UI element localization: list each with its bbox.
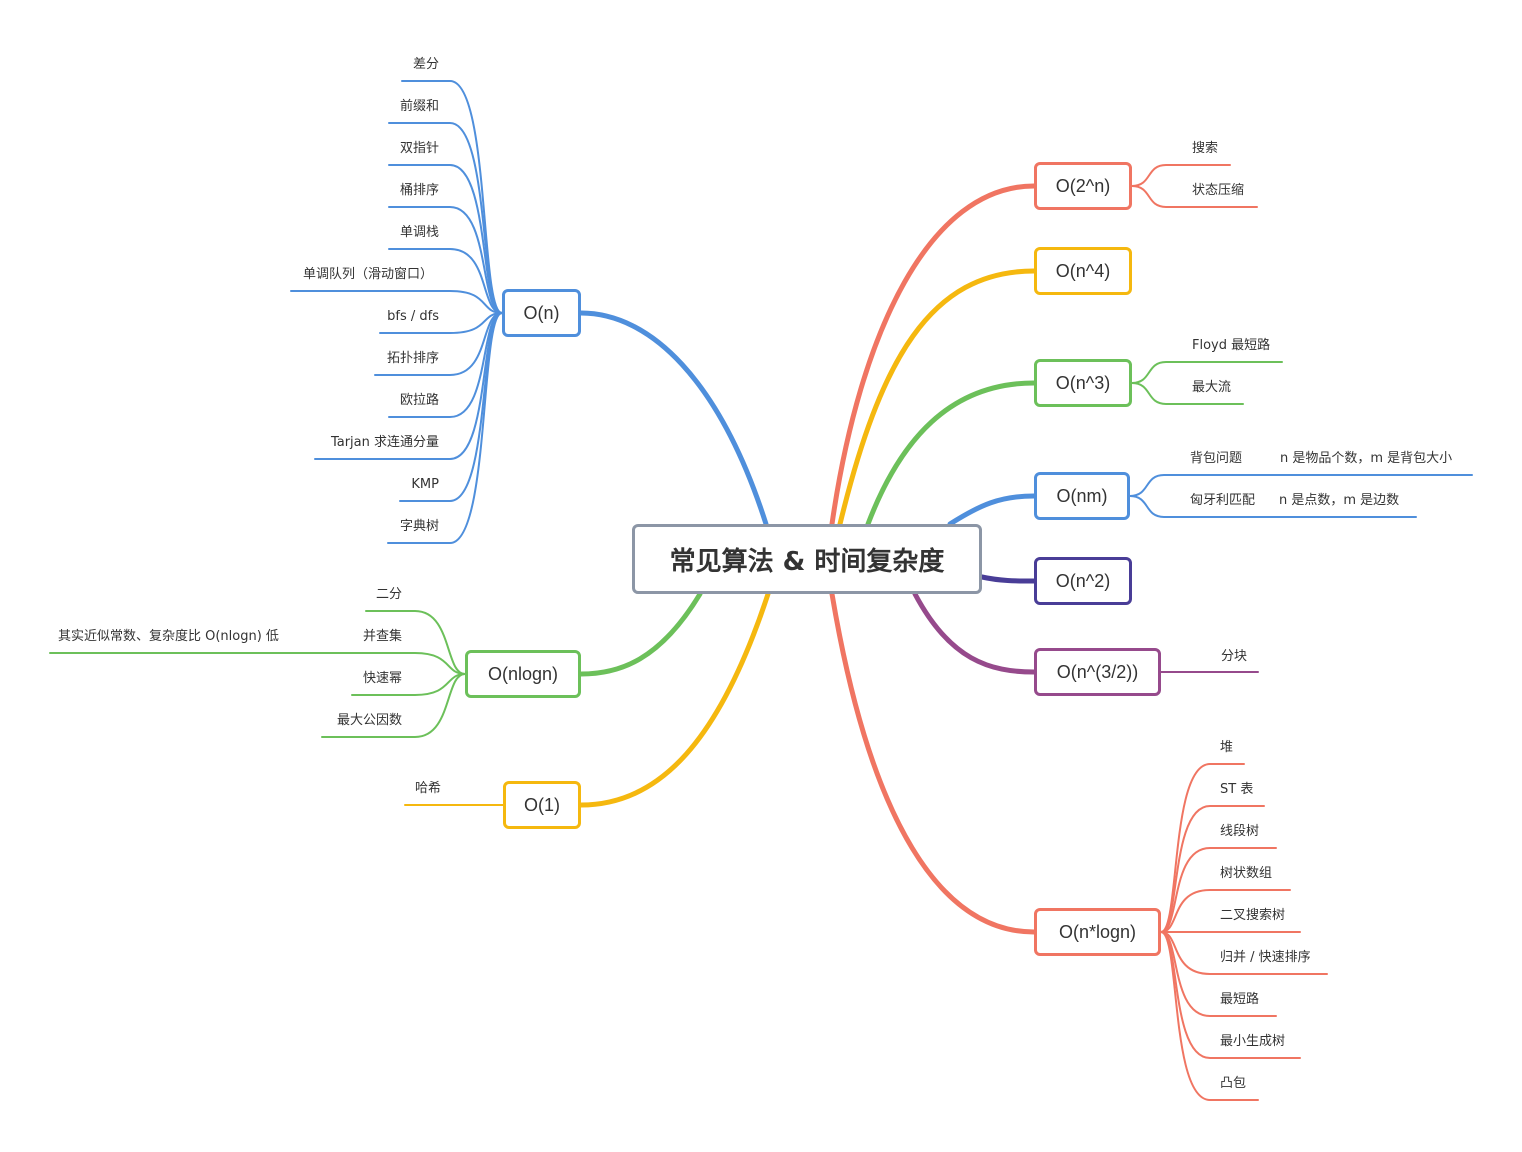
branch-on2[interactable]: O(n^2) — [1034, 557, 1132, 605]
leaf-shortest-path[interactable]: 最短路 — [1220, 992, 1260, 1007]
note-knapsack: n 是物品个数，m 是背包大小 — [1280, 451, 1453, 466]
connector-on-leaf-6 — [379, 312, 503, 334]
connector-on-leaf-4 — [388, 248, 503, 314]
branch-on4[interactable]: O(n^4) — [1034, 247, 1132, 295]
note-hungarian: n 是点数，m 是边数 — [1279, 493, 1400, 508]
leaf-fenwick-tree[interactable]: 树状数组 — [1220, 866, 1273, 881]
leaf-tarjan[interactable]: Tarjan 求连通分量 — [330, 435, 439, 450]
branch-on3[interactable]: O(n^3) — [1034, 359, 1132, 407]
connector-on32-main — [912, 591, 1037, 675]
leaf-bfs-dfs[interactable]: bfs / dfs — [387, 309, 439, 324]
branch-on32[interactable]: O(n^(3/2)) — [1034, 648, 1161, 696]
connector-o2n-leaf-1 — [1131, 185, 1258, 208]
connector-on4-main — [837, 268, 1037, 527]
leaf-bst[interactable]: 二叉搜索树 — [1220, 908, 1286, 923]
branch-o1[interactable]: O(1) — [503, 781, 581, 829]
leaf-mono-queue[interactable]: 单调队列（滑动窗口） — [302, 267, 433, 282]
connector-onlogn-l-leaf-1 — [49, 652, 466, 675]
connector-o2n-leaf-0 — [1131, 164, 1231, 187]
leaf-st-table[interactable]: ST 表 — [1220, 782, 1254, 797]
branch-o2n[interactable]: O(2^n) — [1034, 162, 1132, 210]
connector-onlogn_l-main — [578, 591, 703, 677]
connector-on-main — [578, 310, 769, 527]
leaf-merge-quick[interactable]: 归并 / 快速排序 — [1220, 950, 1311, 965]
leaf-two-pointers[interactable]: 双指针 — [399, 141, 439, 156]
leaf-kmp[interactable]: KMP — [411, 477, 439, 492]
leaf-trie[interactable]: 字典树 — [399, 519, 439, 534]
leaf-topo-sort[interactable]: 拓扑排序 — [386, 351, 439, 366]
connector-onlogn-l-leaf-3 — [321, 673, 466, 738]
connector-o2n-main — [829, 183, 1037, 527]
leaf-convex-hull[interactable]: 凸包 — [1220, 1076, 1247, 1091]
leaf-bucket-sort[interactable]: 桶排序 — [399, 183, 439, 198]
leaf-sqrt-decomp[interactable]: 分块 — [1221, 649, 1248, 664]
branch-onlogn-r[interactable]: O(n*logn) — [1034, 908, 1161, 956]
branch-on[interactable]: O(n) — [502, 289, 581, 337]
connector-on3-leaf-0 — [1131, 361, 1283, 384]
connector-onlogn-l-leaf-2 — [351, 673, 466, 696]
leaf-fast-power[interactable]: 快速幂 — [362, 671, 402, 686]
connector-onm-leaf-1 — [1129, 495, 1417, 518]
leaf-hungarian[interactable]: 匈牙利匹配 — [1190, 493, 1256, 508]
leaf-prefix-sum[interactable]: 前缀和 — [399, 99, 439, 114]
connector-onlogn-r-leaf-2 — [1160, 847, 1277, 933]
leaf-max-flow[interactable]: 最大流 — [1192, 380, 1232, 395]
connector-onlogn-r-leaf-1 — [1160, 805, 1265, 933]
leaf-floyd[interactable]: Floyd 最短路 — [1192, 338, 1271, 353]
connector-on3-main — [865, 380, 1037, 527]
connector-on-leaf-11 — [387, 312, 503, 544]
connector-onlogn-l-leaf-0 — [365, 610, 466, 675]
leaf-search[interactable]: 搜索 — [1192, 141, 1219, 156]
connector-onm-leaf-0 — [1129, 474, 1473, 497]
connector-on-leaf-3 — [388, 206, 503, 314]
branch-onlogn-l[interactable]: O(nlogn) — [465, 650, 581, 698]
leaf-state-compression[interactable]: 状态压缩 — [1192, 183, 1245, 198]
note-union-find: 其实近似常数、复杂度比 O(nlogn) 低 — [58, 629, 279, 644]
leaf-knapsack[interactable]: 背包问题 — [1190, 451, 1243, 466]
leaf-hash[interactable]: 哈希 — [414, 781, 441, 796]
connector-onlogn_r-main — [829, 591, 1037, 935]
leaf-euler-path[interactable]: 欧拉路 — [399, 393, 439, 408]
leaf-segment-tree[interactable]: 线段树 — [1220, 824, 1260, 839]
connector-on2-main — [979, 574, 1037, 584]
leaf-difference[interactable]: 差分 — [412, 57, 439, 72]
connector-onm-main — [947, 493, 1037, 527]
leaf-gcd[interactable]: 最大公因数 — [336, 713, 402, 728]
leaf-binary-search[interactable]: 二分 — [375, 587, 402, 602]
leaf-union-find[interactable]: 并查集 — [362, 629, 402, 644]
leaf-mono-stack[interactable]: 单调栈 — [399, 225, 439, 240]
leaf-mst[interactable]: 最小生成树 — [1220, 1034, 1286, 1049]
branch-onm[interactable]: O(nm) — [1034, 472, 1130, 520]
central-topic[interactable]: 常见算法 & 时间复杂度 — [632, 524, 982, 594]
leaf-heap[interactable]: 堆 — [1220, 740, 1234, 755]
connector-on3-leaf-1 — [1131, 382, 1244, 405]
connector-o1-main — [578, 591, 771, 808]
connector-onlogn-r-leaf-3 — [1160, 889, 1291, 933]
connector-on-leaf-5 — [290, 290, 503, 314]
connector-onlogn-r-leaf-8 — [1160, 931, 1259, 1101]
